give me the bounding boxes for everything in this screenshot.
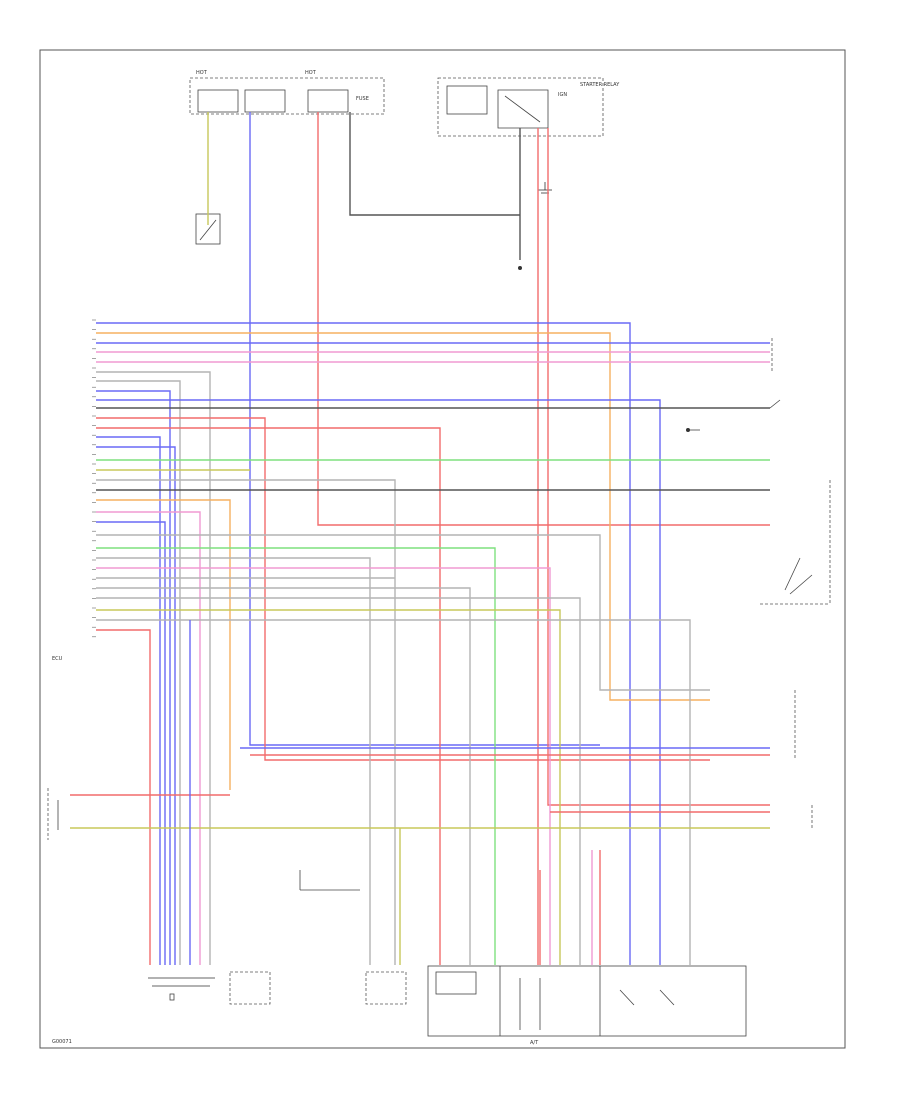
wire-gray-3: [96, 479, 396, 965]
wire-pink-4: [96, 567, 551, 965]
transmission-range-switch: [760, 480, 831, 605]
wire-gray-4: [96, 534, 710, 691]
wire-gray-7: [96, 587, 471, 965]
wire-gray-1: [96, 371, 211, 965]
kickdown-switch: [686, 399, 781, 432]
wire-blue-4: [96, 399, 661, 965]
wire-green-2: [96, 547, 496, 965]
wire-blue-3: [96, 390, 171, 965]
svg-text:IGN: IGN: [558, 92, 567, 98]
wire-gray-9: [96, 619, 691, 965]
shift-lock: [365, 971, 407, 1005]
wire-red-3: [96, 427, 441, 965]
wire-pink-3: [96, 511, 201, 965]
wire-orange-1: [96, 332, 710, 701]
svg-text:HOT: HOT: [196, 70, 208, 76]
wire-blue-6: [96, 446, 176, 965]
fuse-block-left: HOT HOT FUSE: [189, 70, 385, 115]
relay-block-right: IGN STARTER RELAY: [437, 77, 620, 137]
wire-blue-5: [96, 436, 161, 965]
svg-text:STARTER RELAY: STARTER RELAY: [580, 82, 620, 88]
ecu-pin-labels: [92, 319, 96, 638]
bottom-ground: [148, 977, 215, 1001]
fluid-temp-sensor: [47, 788, 59, 840]
wire-gray-5: [96, 557, 371, 965]
svg-text:HOT: HOT: [305, 70, 317, 76]
wire-yellow-3: [96, 609, 561, 965]
diagram-frame: [39, 49, 846, 1049]
wire-gray-2: [96, 380, 181, 965]
top-ground: [518, 182, 552, 270]
wire-harness: [70, 112, 770, 965]
ecu-label: ECU: [52, 656, 63, 662]
wire-blue-1: [96, 322, 631, 965]
wire-red-2: [96, 417, 710, 761]
vehicle-speed-sensor: [229, 971, 271, 1005]
wire-red-4: [96, 629, 151, 965]
wire-gray-top: [349, 112, 520, 216]
brake-switch: [299, 870, 360, 891]
wire-red-top: [317, 112, 770, 526]
wire-orange-2: [96, 499, 231, 790]
wire-blue-7: [96, 521, 166, 965]
svg-text:FUSE: FUSE: [356, 96, 369, 102]
wire-red-ign2: [547, 128, 770, 806]
figure-number: G00071: [52, 1039, 72, 1045]
wire-gray-8: [96, 597, 581, 965]
solenoid-block: A/T: [427, 965, 747, 1046]
svg-text:A/T: A/T: [530, 1040, 539, 1046]
